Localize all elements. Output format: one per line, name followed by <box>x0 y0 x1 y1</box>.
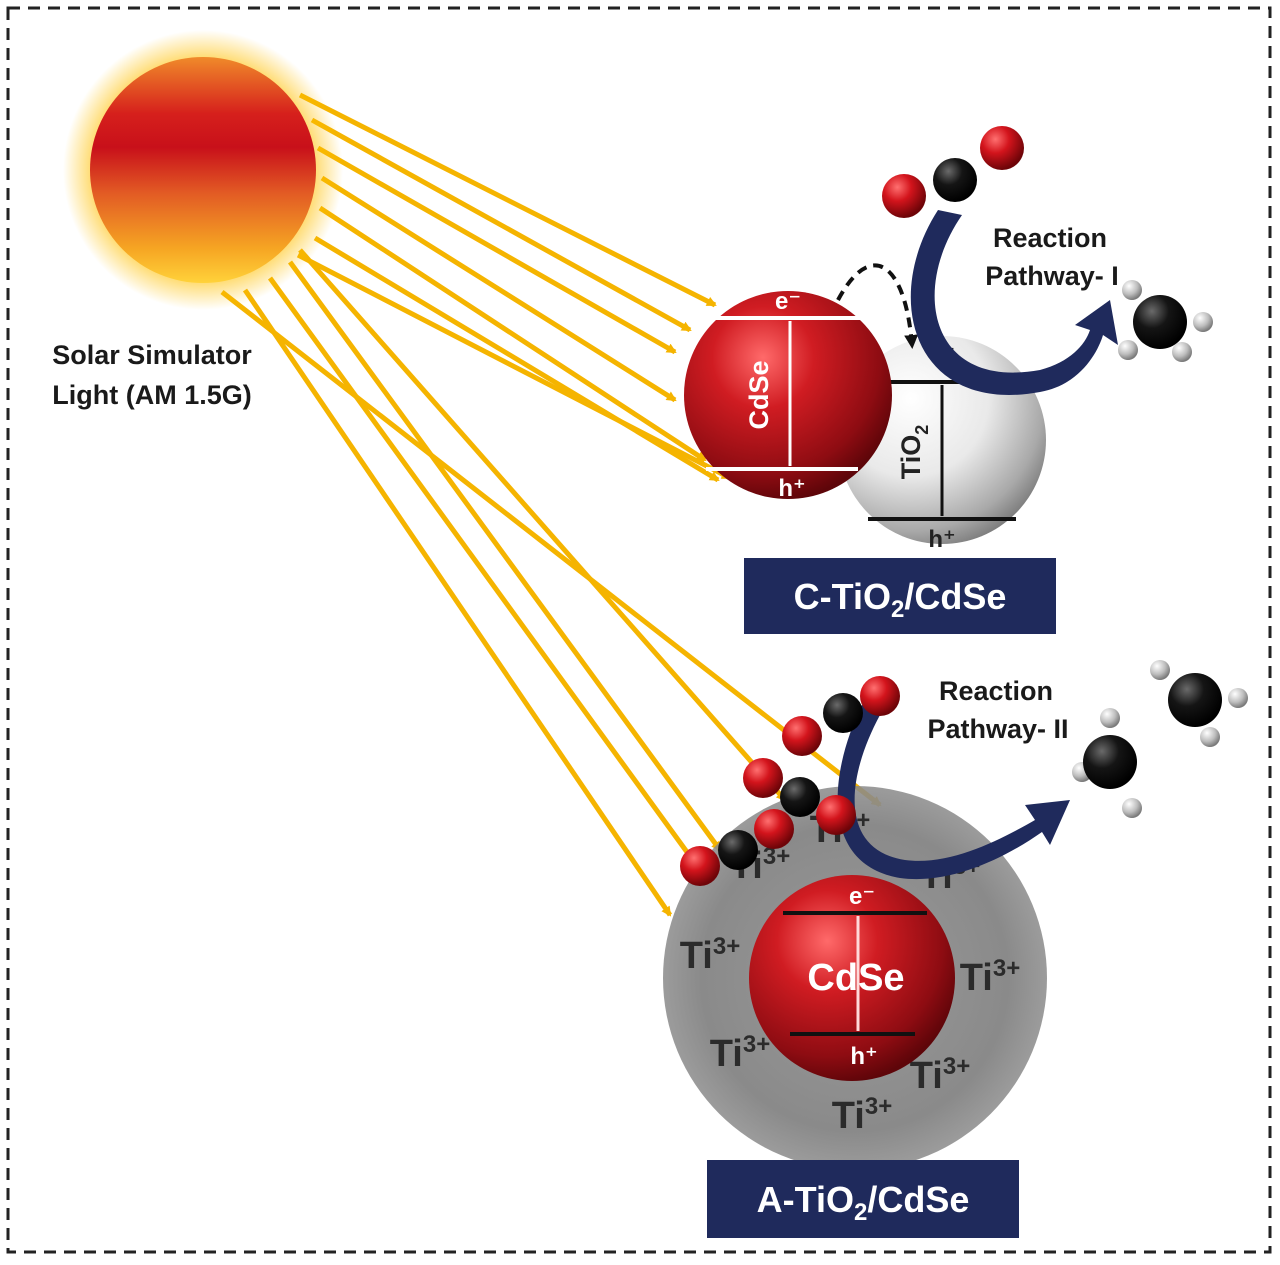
co2-molecule-top <box>882 126 1024 218</box>
c2h6-molecule-bottom <box>1072 660 1248 818</box>
ti3-defect-label: Ti3+ <box>710 1031 770 1075</box>
light-ray <box>242 288 673 917</box>
light-ray <box>287 260 723 852</box>
co2-molecule-bottom-2 <box>743 758 856 835</box>
reaction-pathway-1-arrow <box>910 210 1118 395</box>
banner-top-suffix: /CdSe <box>904 576 1006 617</box>
svg-text:TiO2: TiO2 <box>896 425 932 480</box>
light-ray <box>316 145 677 355</box>
svg-text:C-TiO2/CdSe: C-TiO2/CdSe <box>794 576 1007 623</box>
light-ray <box>296 252 732 481</box>
cdse-top-electron-label: e⁻ <box>775 288 801 315</box>
ti3-defect-label: Ti3+ <box>832 1093 892 1137</box>
co2-molecule-bottom-1 <box>782 676 900 756</box>
light-ray <box>298 92 717 308</box>
cdse-top-label: CdSe <box>744 360 774 429</box>
co2-molecule-bottom-3 <box>680 809 794 886</box>
banner-top-sub: 2 <box>891 596 904 623</box>
ti3-defect-label: Ti3+ <box>910 1053 970 1097</box>
banner-bottom-suffix: /CdSe <box>867 1179 969 1220</box>
light-source-line2: Light (AM 1.5G) <box>52 380 251 410</box>
cdse-bottom-electron-label: e⁻ <box>849 883 875 910</box>
pathway-2-line1: Reaction <box>939 676 1053 706</box>
banner-bottom-prefix: A-TiO <box>757 1179 854 1220</box>
cdse-sphere-top: e⁻ h⁺ CdSe <box>684 288 892 502</box>
light-source-line1: Solar Simulator <box>52 340 252 370</box>
ch4-molecule-top <box>1118 280 1213 362</box>
light-ray <box>318 205 707 463</box>
pathway-2-line2: Pathway- II <box>927 714 1068 744</box>
light-rays <box>220 92 882 917</box>
sun-icon <box>63 30 343 310</box>
cdse-top-hole-label: h⁺ <box>778 475 805 502</box>
banner-top-prefix: C-TiO <box>794 576 891 617</box>
banner-bottom-sub: 2 <box>854 1199 867 1226</box>
pathway-1-line2: Pathway- I <box>985 261 1119 291</box>
banner-c-tio2-cdse: C-TiO2/CdSe <box>744 558 1056 634</box>
cdse-sphere-bottom: e⁻ h⁺ CdSe <box>749 875 955 1081</box>
ti3-defect-label: Ti3+ <box>680 933 740 977</box>
reaction-pathway-2-arrow <box>837 705 1070 880</box>
banner-a-tio2-cdse: A-TiO2/CdSe <box>707 1160 1019 1238</box>
cdse-bottom-label: CdSe <box>807 957 904 999</box>
light-ray <box>267 276 703 872</box>
svg-text:A-TiO2/CdSe: A-TiO2/CdSe <box>757 1179 970 1226</box>
light-ray <box>320 175 677 403</box>
ti3-defect-label: Ti3+ <box>960 955 1020 999</box>
light-ray <box>298 248 787 802</box>
dashed-frame <box>6 6 1272 1254</box>
tio2-label: TiO <box>896 435 926 480</box>
light-ray <box>310 117 692 333</box>
pathway-1-line1: Reaction <box>993 223 1107 253</box>
electron-transfer-arrow <box>836 263 919 349</box>
tio2-hole-label: h⁺ <box>928 526 955 553</box>
tio2-label-sub: 2 <box>912 425 932 435</box>
cdse-bottom-hole-label: h⁺ <box>850 1043 877 1070</box>
light-ray <box>220 290 882 807</box>
